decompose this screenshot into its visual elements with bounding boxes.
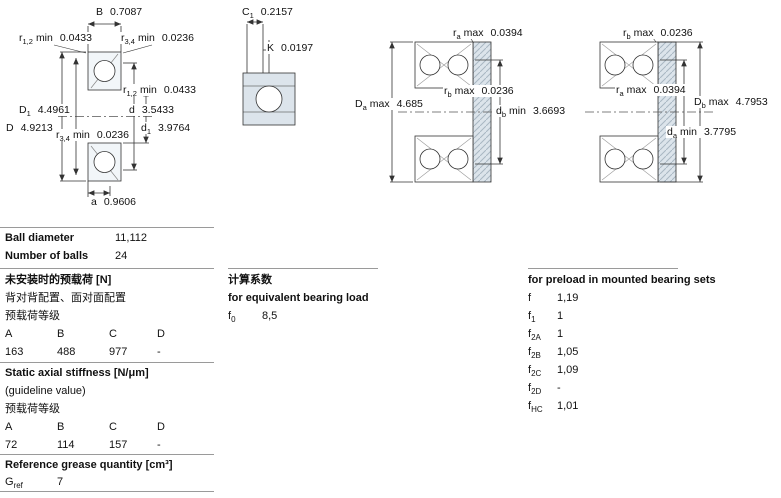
grease-title: Reference grease quantity [cm³] — [5, 459, 173, 471]
preload-value-a: 163 — [5, 346, 24, 358]
stiffness-header-c: C — [109, 421, 117, 433]
factor-f2b-symbol: f2B — [528, 346, 541, 361]
calculation-factors-title: 计算系数 — [228, 274, 272, 286]
factor-f0-value: 8,5 — [262, 310, 278, 322]
preload-header-a: A — [5, 328, 13, 340]
stiffness-value-b: 114 — [57, 439, 75, 451]
factor-f-symbol: f — [528, 292, 532, 304]
divider — [0, 227, 214, 228]
grease-symbol: Gref — [5, 476, 23, 491]
preload-header-d: D — [157, 328, 165, 340]
grease-value: 7 — [57, 476, 64, 488]
divider — [228, 268, 378, 269]
factor-f2d-symbol: f2D — [528, 382, 542, 397]
stiffness-value-c: 157 — [109, 439, 128, 451]
stiffness-class-label: 预载荷等级 — [5, 403, 60, 415]
factor-f2a-symbol: f2A — [528, 328, 541, 343]
ball-diameter-value: 11,112 — [115, 232, 148, 244]
stiffness-header-d: D — [157, 421, 165, 433]
drawing-mounted-pair-2 — [585, 33, 714, 183]
drawing-mounted-pair-1 — [389, 33, 505, 183]
preload-section-title: 未安装时的预载荷 [N] — [5, 274, 112, 286]
divider — [0, 362, 214, 363]
stiffness-value-d: - — [157, 439, 161, 451]
factor-f0-symbol: f0 — [228, 310, 236, 325]
stiffness-subtitle: (guideline value) — [5, 385, 86, 397]
technical-drawings — [53, 19, 714, 197]
stiffness-header-b: B — [57, 421, 65, 433]
equivalent-load-title: for equivalent bearing load — [228, 292, 369, 304]
factor-f1-symbol: f1 — [528, 310, 536, 325]
number-of-balls-value: 24 — [115, 250, 128, 262]
preload-sets-title: for preload in mounted bearing sets — [528, 274, 716, 286]
preload-value-c: 977 — [109, 346, 128, 358]
divider — [0, 454, 214, 455]
factor-f-value: 1,19 — [557, 292, 579, 304]
preload-value-d: - — [157, 346, 161, 358]
drawing-single-bearing-section — [242, 19, 296, 126]
preload-header-c: C — [109, 328, 117, 340]
factor-f2c-value: 1,09 — [557, 364, 579, 376]
factor-f2d-value: - — [557, 382, 561, 394]
ball-diameter-label: Ball diameter — [5, 232, 75, 244]
factor-f2b-value: 1,05 — [557, 346, 579, 358]
factor-f1-value: 1 — [557, 310, 564, 322]
stiffness-value-a: 72 — [5, 439, 18, 451]
stiffness-title: Static axial stiffness [N/μm] — [5, 367, 149, 379]
divider — [0, 268, 214, 269]
factor-fhc-symbol: fHC — [528, 400, 543, 415]
preload-subtitle: 背对背配置、面对面配置 — [5, 292, 126, 304]
stiffness-header-a: A — [5, 421, 13, 433]
factor-f2c-symbol: f2C — [528, 364, 542, 379]
preload-header-b: B — [57, 328, 65, 340]
drawing-bearing-pair-section — [53, 21, 153, 197]
divider — [528, 268, 678, 269]
factor-fhc-value: 1,01 — [557, 400, 579, 412]
preload-value-b: 488 — [57, 346, 76, 358]
preload-class-label: 预载荷等级 — [5, 310, 60, 322]
divider — [0, 491, 214, 492]
number-of-balls-label: Number of balls — [5, 250, 89, 262]
factor-f2a-value: 1 — [557, 328, 564, 340]
